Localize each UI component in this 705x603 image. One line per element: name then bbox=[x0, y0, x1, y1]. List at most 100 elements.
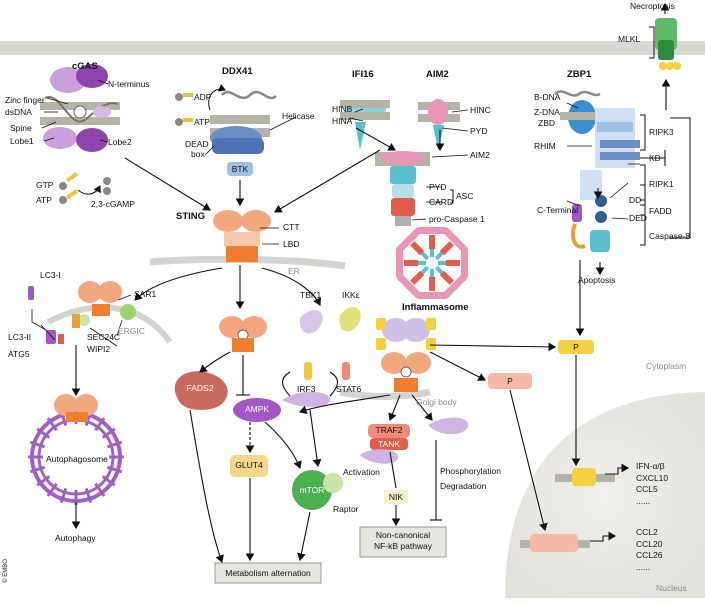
gene-a-3: ...... bbox=[636, 495, 651, 506]
inflammasome-subunit bbox=[416, 227, 448, 257]
ampk-protein bbox=[233, 398, 281, 422]
stat6-protein bbox=[342, 362, 350, 380]
raptor-label: Raptor bbox=[333, 504, 359, 514]
tank-box bbox=[370, 438, 408, 450]
zdna-label: Z-DNA bbox=[534, 107, 560, 117]
box-label: box bbox=[191, 149, 205, 159]
autophagy-label: Autophagy bbox=[55, 533, 96, 543]
zbp1-structure bbox=[554, 90, 640, 252]
phospho-protein-2 bbox=[428, 417, 469, 435]
degradation-label: Degradation bbox=[440, 481, 487, 491]
autophagosome-spike bbox=[59, 487, 68, 504]
gtp-molecule bbox=[59, 182, 67, 190]
btk-box bbox=[227, 162, 253, 176]
ctt-label: CTT bbox=[283, 222, 300, 232]
autophagosome-spike bbox=[106, 465, 123, 474]
pyd-label-1: PYD bbox=[470, 126, 488, 136]
tank-label: TANK bbox=[377, 439, 401, 449]
cgamp-molecule bbox=[103, 177, 111, 185]
helicase-label: Helicase bbox=[282, 111, 315, 121]
sar1-label: SAR1 bbox=[134, 289, 157, 299]
phospho-dimer-label: P bbox=[573, 342, 579, 352]
ripk3-label: RIPK3 bbox=[649, 127, 674, 137]
adp-label: ADP bbox=[194, 92, 212, 102]
dd-label: DD bbox=[629, 195, 642, 205]
autophagosome-spike bbox=[46, 417, 58, 432]
nucleus-label: Nucleus bbox=[656, 583, 687, 593]
mlkl-structure bbox=[655, 18, 681, 70]
wipi2-label: WIPI2 bbox=[87, 344, 111, 354]
gene-b-1: CCL20 bbox=[636, 538, 663, 549]
autophagosome-spike bbox=[101, 475, 116, 487]
golgi-label: Golgi body bbox=[416, 397, 457, 407]
phospho-protein-1 bbox=[282, 391, 330, 407]
sting-dimer bbox=[213, 210, 271, 262]
necroptosis-label: Necroptosis bbox=[630, 1, 675, 11]
pyd-label-2: PYD bbox=[429, 182, 447, 192]
inflammasome-subunit bbox=[396, 247, 426, 279]
lc3ii-label: LC3-II bbox=[8, 332, 32, 342]
ikke-label: IKKε bbox=[342, 290, 360, 300]
nik-label: NIK bbox=[388, 492, 404, 502]
autophagosome-spike bbox=[94, 482, 106, 497]
autophagosome-spike bbox=[46, 482, 58, 497]
ddx41-structure bbox=[210, 90, 277, 176]
sting-title: STING bbox=[176, 211, 206, 222]
autophagosome-spike bbox=[106, 440, 123, 449]
aim2-structure bbox=[418, 99, 460, 150]
atp-label-cgas: ATP bbox=[36, 195, 52, 205]
apoptosis-label: Apoptosis bbox=[578, 275, 616, 285]
nucleus-region bbox=[505, 392, 705, 598]
c-terminal-label: C-Terminal bbox=[537, 205, 579, 215]
activation-label: Activation bbox=[343, 467, 380, 477]
nfkb-line2: NF-kB pathway bbox=[373, 541, 433, 551]
credit: © EMBO bbox=[2, 559, 9, 583]
lc3i-label: LC3-I bbox=[40, 270, 61, 280]
asc-label: ASC bbox=[456, 191, 474, 201]
glut4-protein bbox=[230, 455, 268, 477]
bdna-label: B-DNA bbox=[534, 92, 561, 102]
hina-label: HINA bbox=[332, 116, 353, 126]
inflammasome-subunit bbox=[438, 247, 468, 279]
plasma-membrane bbox=[0, 41, 705, 55]
ded-label: DED bbox=[629, 213, 647, 223]
inflammasome-subunit bbox=[434, 265, 468, 299]
mtor-label: mTOR bbox=[299, 485, 325, 495]
atp-label-ddx41: ATP bbox=[194, 117, 210, 127]
irf3-protein bbox=[304, 362, 312, 380]
glut4-label: GLUT4 bbox=[235, 460, 263, 470]
cytoplasm-label: Cytoplasm bbox=[646, 361, 687, 371]
metabolism-box-label: Metabolism alternation bbox=[225, 568, 311, 578]
autophagosome-spike bbox=[36, 427, 51, 439]
autophagosome-spike bbox=[36, 475, 51, 487]
nfkb-line1: Non-canonical bbox=[375, 530, 431, 540]
autophagosome-label: Autophagosome bbox=[46, 454, 108, 464]
inflammasome-subunit bbox=[396, 227, 430, 261]
cgas-n-terminus: N-terminus bbox=[108, 79, 150, 89]
nik-box bbox=[384, 490, 408, 504]
ifi16-title: IFI16 bbox=[352, 69, 374, 80]
kd-label: KD bbox=[649, 153, 661, 163]
card-label: CARD bbox=[429, 197, 454, 207]
atp-molecule bbox=[59, 196, 67, 204]
label-leaders bbox=[31, 79, 640, 347]
ampk-label: AMPK bbox=[244, 404, 270, 414]
er-label: ER bbox=[288, 266, 300, 276]
hinc-label: HINC bbox=[470, 105, 491, 115]
asc-complex bbox=[375, 151, 430, 226]
inflammasome-label: Inflammasome bbox=[402, 302, 469, 313]
caspase8-label: Caspase-8 bbox=[649, 231, 691, 241]
raptor-protein bbox=[323, 473, 343, 493]
cgas-spine: Spine bbox=[10, 123, 32, 133]
cgamp-label: 2,3-cGAMP bbox=[91, 199, 135, 209]
cgas-lobe2: Lobe2 bbox=[108, 137, 132, 147]
ddx41-title: DDX41 bbox=[222, 66, 253, 77]
autophagosome bbox=[28, 394, 124, 505]
inflammasome-subunit bbox=[416, 269, 448, 299]
pro-caspase-label: pro-Caspase 1 bbox=[429, 214, 485, 224]
fadd-label: FADD bbox=[649, 206, 672, 216]
